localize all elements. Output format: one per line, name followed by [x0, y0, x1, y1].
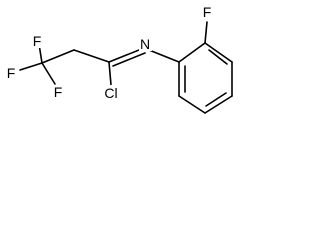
bond-c3-n-outer: [108, 47, 145, 63]
atom-cl: Cl: [104, 85, 117, 101]
bond-c3-cl: [108, 61, 112, 86]
bond-ring-f: [204, 21, 208, 44]
bond-c2-c3: [73, 49, 110, 63]
ring-bond-5: [178, 95, 206, 114]
atom-f-aryl: F: [203, 4, 212, 20]
bond-c1-f-left: [19, 62, 43, 71]
bond-c1-c2: [41, 49, 75, 64]
atom-f-left: F: [7, 65, 16, 81]
atom-labels: F F F Cl N F: [5, 4, 213, 101]
ring-bond-2: [204, 42, 233, 63]
chemical-structure: F F F Cl N F: [5, 4, 233, 114]
atom-n: N: [140, 36, 150, 52]
bond-c3-n-inner: [112, 52, 146, 67]
atom-f-bottom: F: [54, 84, 63, 100]
bond-c1-f-bottom: [41, 62, 56, 85]
bonds: [19, 21, 233, 114]
ring-double-1: [208, 49, 228, 65]
ring-bond-1: [178, 42, 206, 63]
ring-double-2: [205, 92, 227, 107]
ring-bond-4: [204, 95, 233, 114]
atom-f-top: F: [33, 33, 42, 49]
